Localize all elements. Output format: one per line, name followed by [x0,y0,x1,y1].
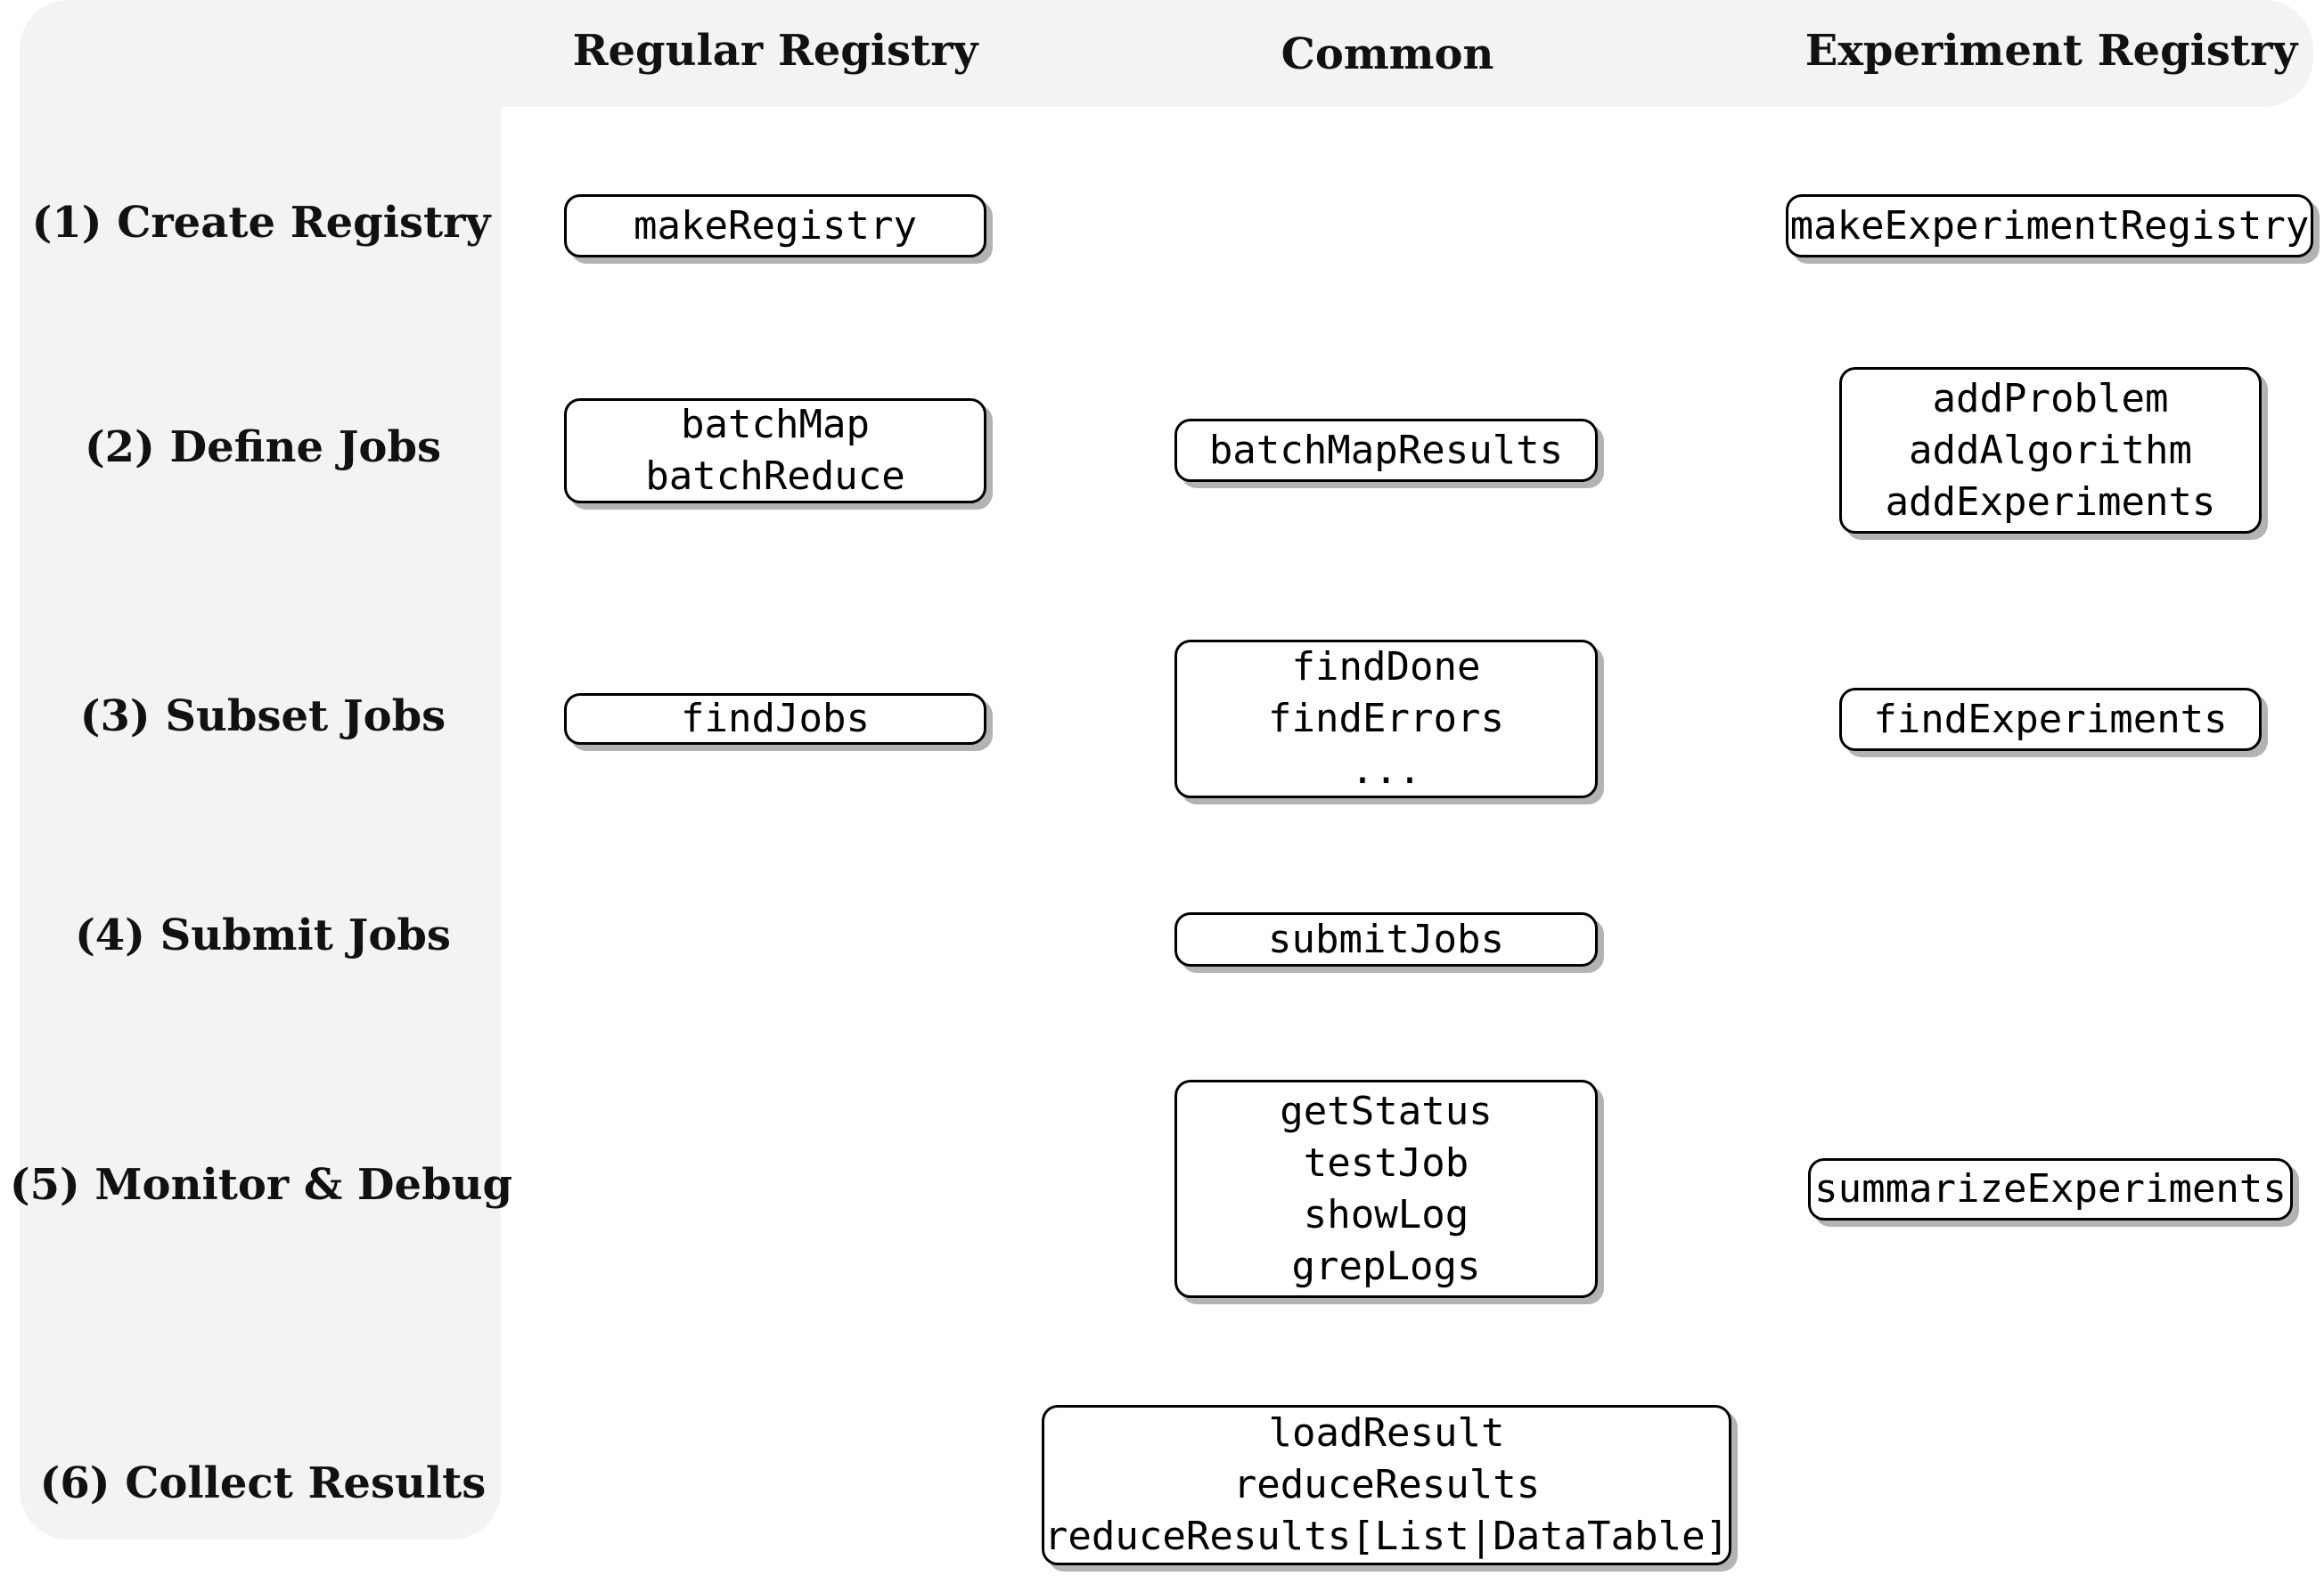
function-name: loadResult [1268,1410,1505,1456]
function-box-define-regular: batchMap batchReduce [564,398,986,503]
function-name: batchMap [681,402,870,447]
function-name: addProblem [1932,375,2169,421]
step-label-submit-jobs: (4) Submit Jobs [75,910,451,960]
function-name: addAlgorithm [1909,427,2192,473]
function-name: findJobs [681,696,870,741]
function-box-define-common: batchMapResults [1174,419,1598,482]
column-header-common: Common [1281,29,1494,79]
function-name: findExperiments [1873,696,2228,742]
function-name: findErrors [1268,696,1504,741]
ellipsis: ... [1350,747,1422,793]
function-box-monitor-experiment: summarizeExperiments [1808,1158,2293,1221]
row-label-band [20,0,501,1539]
function-box-subset-regular: findJobs [564,693,986,745]
function-name: showLog [1303,1191,1469,1237]
function-name: batchMapResults [1208,427,1564,473]
column-header-regular: Regular Registry [572,26,978,76]
function-name: makeRegistry [634,202,917,249]
function-box-create-regular: makeRegistry [564,194,986,257]
function-name: getStatus [1280,1088,1493,1134]
function-name: addExperiments [1885,478,2216,525]
function-box-define-experiment: addProblem addAlgorithm addExperiments [1839,367,2262,534]
step-label-collect-results: (6) Collect Results [39,1458,487,1508]
function-box-subset-experiment: findExperiments [1839,688,2262,751]
step-label-monitor-debug: (5) Monitor & Debug [9,1160,513,1210]
function-name: testJob [1303,1139,1469,1186]
function-box-collect-common: loadResult reduceResults reduceResults[L… [1042,1405,1731,1565]
function-name: batchReduce [645,453,905,499]
column-header-experiment: Experiment Registry [1804,26,2298,76]
function-name: submitJobs [1268,916,1504,962]
step-label-subset-jobs: (3) Subset Jobs [79,691,446,741]
function-name: grepLogs [1291,1243,1481,1289]
function-name: findDone [1291,644,1481,690]
function-box-create-experiment: makeExperimentRegistry [1786,194,2313,257]
function-name: makeExperimentRegistry [1789,202,2310,249]
function-name: reduceResults[List|DataTable] [1043,1514,1730,1559]
function-name: reduceResults [1232,1462,1541,1507]
function-box-monitor-common: getStatus testJob showLog grepLogs [1174,1080,1598,1298]
step-label-define-jobs: (2) Define Jobs [84,422,442,472]
function-box-submit-common: submitJobs [1174,912,1598,967]
function-box-subset-common: findDone findErrors ... [1174,640,1598,798]
function-name: summarizeExperiments [1814,1166,2287,1212]
step-label-create-registry: (1) Create Registry [31,198,491,248]
